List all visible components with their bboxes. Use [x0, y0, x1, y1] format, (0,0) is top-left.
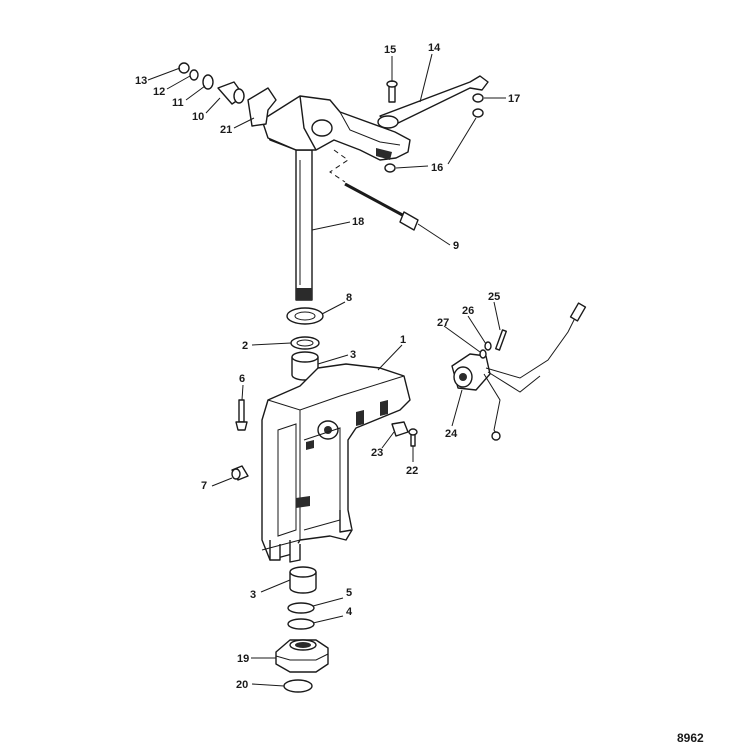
callout-20: 20 — [236, 679, 248, 691]
steering-arm — [261, 95, 411, 161]
callout-6: 6 — [239, 373, 245, 385]
washer — [479, 349, 487, 359]
washer — [189, 69, 199, 81]
trim-sender — [451, 302, 587, 441]
bolt — [344, 182, 419, 231]
callout-27: 27 — [437, 317, 449, 329]
callout-23: 23 — [371, 447, 383, 459]
callout-26: 26 — [462, 305, 474, 317]
callout-19: 19 — [237, 653, 249, 665]
callout-14: 14 — [428, 42, 441, 54]
leader-lines — [147, 53, 506, 687]
clip — [391, 421, 409, 437]
callout-2: 2 — [242, 340, 248, 352]
washer — [287, 602, 315, 614]
swivel-bracket — [261, 363, 411, 563]
washer — [202, 74, 214, 90]
callout-1: 1 — [400, 334, 406, 346]
nut — [384, 93, 484, 173]
callout-18: 18 — [352, 216, 364, 228]
screw — [235, 399, 248, 431]
washer — [484, 341, 492, 351]
callout-5: 5 — [346, 587, 352, 599]
steering-tube — [295, 149, 313, 301]
nut — [178, 62, 190, 74]
steering-yoke — [275, 639, 329, 673]
retaining-ring — [283, 679, 313, 693]
callout-9: 9 — [453, 240, 459, 252]
bushing — [231, 465, 249, 481]
callout-17: 17 — [508, 93, 520, 105]
callout-22: 22 — [406, 465, 418, 477]
bushing-lower — [289, 566, 317, 594]
link-rod — [377, 75, 489, 129]
callout-7: 7 — [201, 480, 207, 492]
callout-11: 11 — [172, 97, 184, 109]
callout-10: 10 — [192, 111, 204, 123]
callout-labels: 1 2 3 3 4 5 6 7 8 9 10 11 12 13 14 15 16… — [135, 42, 520, 691]
washer — [287, 618, 315, 630]
callout-16: 16 — [431, 162, 443, 174]
bushing — [217, 81, 245, 105]
callout-12: 12 — [153, 86, 165, 98]
bracket — [247, 87, 277, 127]
callout-4: 4 — [346, 606, 353, 618]
callout-24: 24 — [445, 428, 458, 440]
callout-3-upper: 3 — [350, 349, 356, 361]
callout-13: 13 — [135, 75, 147, 87]
thrust-washer — [286, 307, 324, 325]
callout-21: 21 — [220, 124, 232, 136]
screw — [495, 329, 507, 351]
figure-number: 8962 — [677, 731, 704, 745]
callout-8: 8 — [346, 292, 352, 304]
screw — [386, 80, 398, 103]
callout-25: 25 — [488, 291, 500, 303]
bearing — [290, 336, 320, 350]
callout-3-lower: 3 — [250, 589, 256, 601]
callout-15: 15 — [384, 44, 396, 56]
guide-line-bolt — [329, 149, 349, 183]
screw — [408, 428, 418, 447]
